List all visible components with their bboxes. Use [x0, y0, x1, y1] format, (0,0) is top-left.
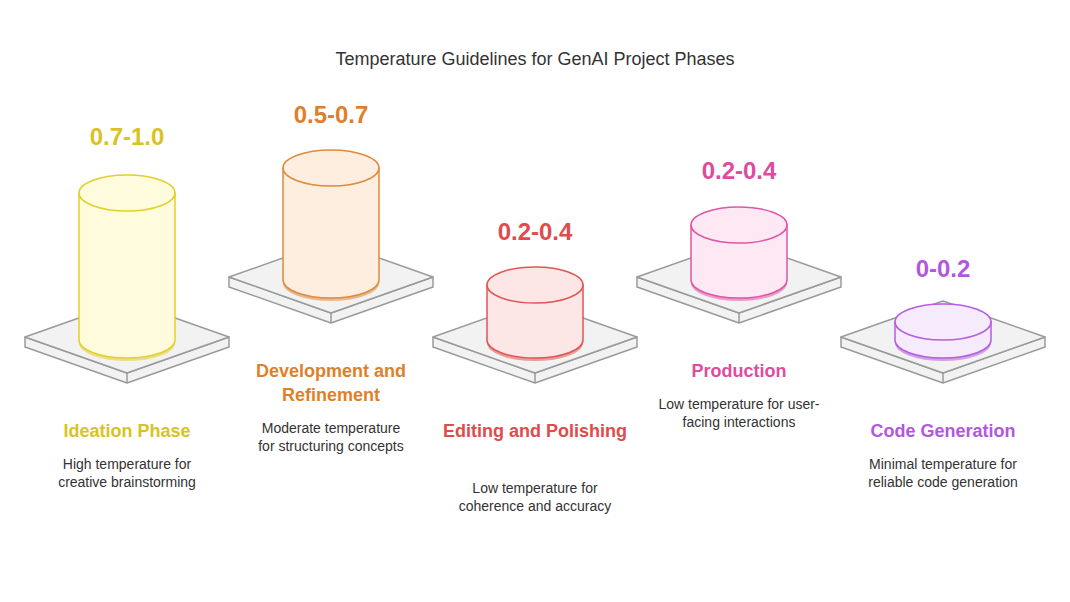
phase-description: Moderate temperature for structuring con… [254, 419, 409, 455]
cylinder-on-plate [229, 0, 433, 602]
phase-name: Development and Refinement [239, 359, 424, 407]
phase-column: 0.2-0.4ProductionLow temperature for use… [637, 0, 841, 602]
phase-column: 0.2-0.4Editing and PolishingLow temperat… [433, 0, 637, 602]
phase-description: Low temperature for user-facing interact… [654, 395, 824, 431]
temperature-range: 0-0.2 [916, 254, 971, 284]
temperature-range: 0.5-0.7 [294, 100, 369, 130]
phase-name: Ideation Phase [63, 419, 190, 443]
diagram-title: Temperature Guidelines for GenAI Project… [0, 49, 1070, 70]
phase-description: High temperature for creative brainstorm… [42, 455, 212, 491]
temperature-range: 0.7-1.0 [90, 122, 165, 152]
cylinder-on-plate [841, 0, 1045, 602]
phase-column: 0-0.2Code GenerationMinimal temperature … [841, 0, 1045, 602]
temperature-range: 0.2-0.4 [702, 156, 777, 186]
cylinder-on-plate [25, 0, 229, 602]
temperature-range: 0.2-0.4 [498, 217, 573, 247]
phase-name: Editing and Polishing [443, 419, 627, 443]
phase-description: Minimal temperature for reliable code ge… [858, 455, 1028, 491]
phase-name: Production [692, 359, 787, 383]
phase-description: Low temperature for coherence and accura… [450, 479, 620, 515]
phase-column: 0.5-0.7Development and RefinementModerat… [229, 0, 433, 602]
cylinder-on-plate [637, 0, 841, 602]
title-text: Temperature Guidelines for GenAI Project… [335, 49, 734, 69]
phase-name: Code Generation [870, 419, 1015, 443]
phase-column: 0.7-1.0Ideation PhaseHigh temperature fo… [25, 0, 229, 602]
